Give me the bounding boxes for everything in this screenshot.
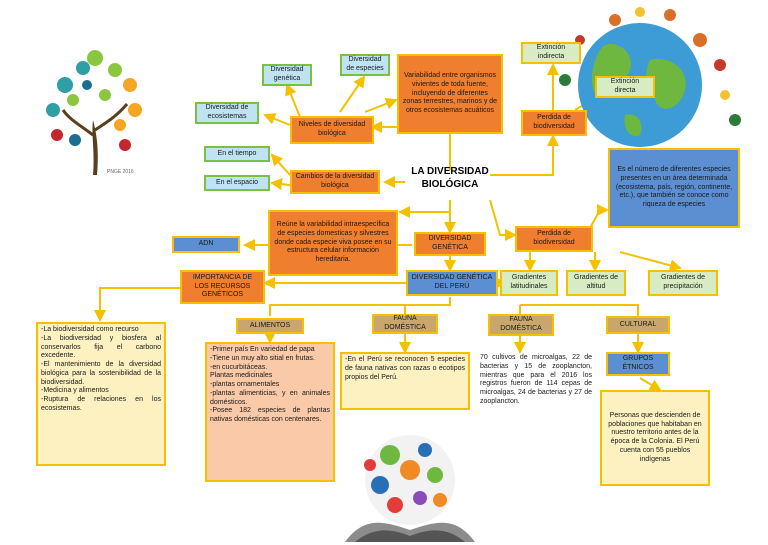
niveles-box: Niveles de diversidad biológica bbox=[290, 116, 374, 144]
perdida-top-box: Perdida de biodiversidad bbox=[521, 110, 587, 136]
center-title: LA DIVERSIDAD BIOLÓGICA bbox=[411, 166, 489, 190]
importancia-text-box: -La biodiversidad como recurso -La biodi… bbox=[36, 322, 166, 466]
gradiente-precipitacion-box: Gradientes de precipitación bbox=[648, 270, 718, 296]
cultural-text-box: Personas que descienden de poblaciones q… bbox=[600, 390, 710, 486]
en-el-tiempo-box: En el tiempo bbox=[204, 146, 270, 162]
cultural-box: CULTURAL bbox=[606, 316, 670, 334]
diversidad-especies-box: Diversidad de especies bbox=[340, 54, 390, 76]
grupos-etnicos-box: GRUPOS ÉTNICOS bbox=[606, 352, 670, 376]
fauna-domestica-2-box: FAUNA DOMÉSTICA bbox=[488, 314, 554, 336]
reune-box: Reúne la variabilidad intraespecífica de… bbox=[268, 210, 398, 276]
cambios-box: Cambios de la diversidad biológica bbox=[290, 170, 380, 194]
diversidad-genetica-center-box: DIVERSIDAD GENÉTICA bbox=[414, 232, 486, 256]
extincion-indirecta-box: Extinción indirecta bbox=[521, 42, 581, 64]
tree-caption: PNGE 2016 bbox=[107, 169, 134, 175]
en-el-espacio-box: En el espacio bbox=[204, 175, 270, 191]
especies-description-box: Es el número de diferentes especies pres… bbox=[608, 148, 740, 228]
diversidad-genetica-box: Diversidad genética bbox=[262, 64, 312, 86]
gradiente-latitudinal-box: Gradientes latitudinales bbox=[500, 270, 558, 296]
fauna-domestica-1-box: FAUNA DOMÉSTICA bbox=[372, 314, 438, 334]
alimentos-box: ALIMENTOS bbox=[236, 318, 304, 334]
hand-animals-illustration bbox=[345, 435, 475, 542]
adn-box: ADN bbox=[172, 236, 240, 253]
biodiversity-tree-illustration: PNGE 2016 bbox=[46, 50, 142, 175]
gradiente-altitud-box: Gradientes de altitud bbox=[566, 270, 626, 296]
variabilidad-box: Variabilidad entre organismos vivientes … bbox=[397, 54, 503, 134]
fauna-domestica-1-text-box: -En el Perú se reconocen 5 especies de f… bbox=[340, 352, 470, 410]
fauna-domestica-2-text: 70 cultivos de microalgas, 22 de bacteri… bbox=[480, 354, 592, 405]
importancia-box: IMPORTANCIA DE LOS RECURSOS GENÉTICOS bbox=[180, 270, 265, 304]
alimentos-text-box: -Primer país En variedad de papa -Tiene … bbox=[205, 342, 335, 482]
extincion-directa-box: Extinción directa bbox=[595, 76, 655, 98]
diversidad-peru-box: DIVERSIDAD GENÉTICA DEL PERÚ bbox=[406, 270, 498, 296]
diversidad-ecosistemas-box: Diversidad de ecosistemas bbox=[195, 102, 259, 124]
perdida-right-box: Perdida de biodiversidad bbox=[515, 226, 593, 252]
